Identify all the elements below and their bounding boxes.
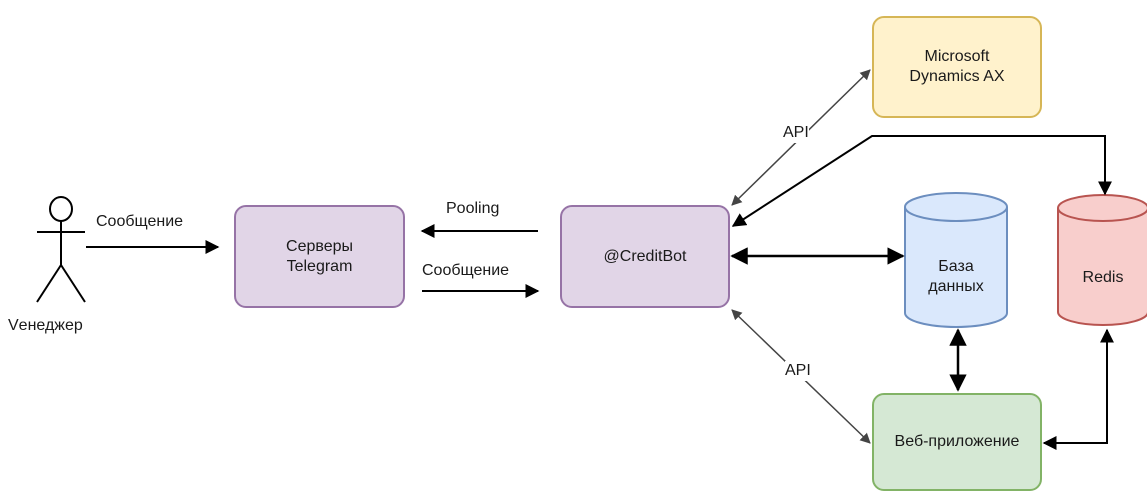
actor-label: Vенеджер <box>8 317 83 334</box>
node-creditbot-label: @CreditBot <box>603 247 687 265</box>
actor-icon <box>36 196 86 303</box>
node-redis-label: Redis <box>1082 269 1124 286</box>
node-dynamics-ax[interactable]: Microsoft Dynamics AX <box>872 16 1042 118</box>
node-database-label: База данных <box>928 258 984 295</box>
edge-label-message-to-bot: Сообщение <box>422 261 510 281</box>
node-webapp[interactable]: Веб-приложение <box>872 393 1042 491</box>
node-telegram-servers[interactable]: Серверы Telegram <box>234 205 405 308</box>
node-telegram-label: Серверы Telegram <box>286 237 353 275</box>
edge-webapp-redis <box>1042 328 1114 450</box>
node-webapp-label: Веб-приложение <box>894 433 1020 450</box>
edge-label-api-webapp: API <box>785 361 811 381</box>
edge-label-actor-message: Сообщение <box>96 212 184 232</box>
redis-cylinder <box>1057 194 1147 326</box>
edge-label-api-dynamics: API <box>783 123 809 143</box>
edge-redis-bot <box>731 135 1112 227</box>
node-dynamics-label: Microsoft Dynamics AX <box>909 48 1005 85</box>
node-creditbot[interactable]: @CreditBot <box>560 205 730 308</box>
edge-label-pooling: Pooling <box>446 199 500 219</box>
